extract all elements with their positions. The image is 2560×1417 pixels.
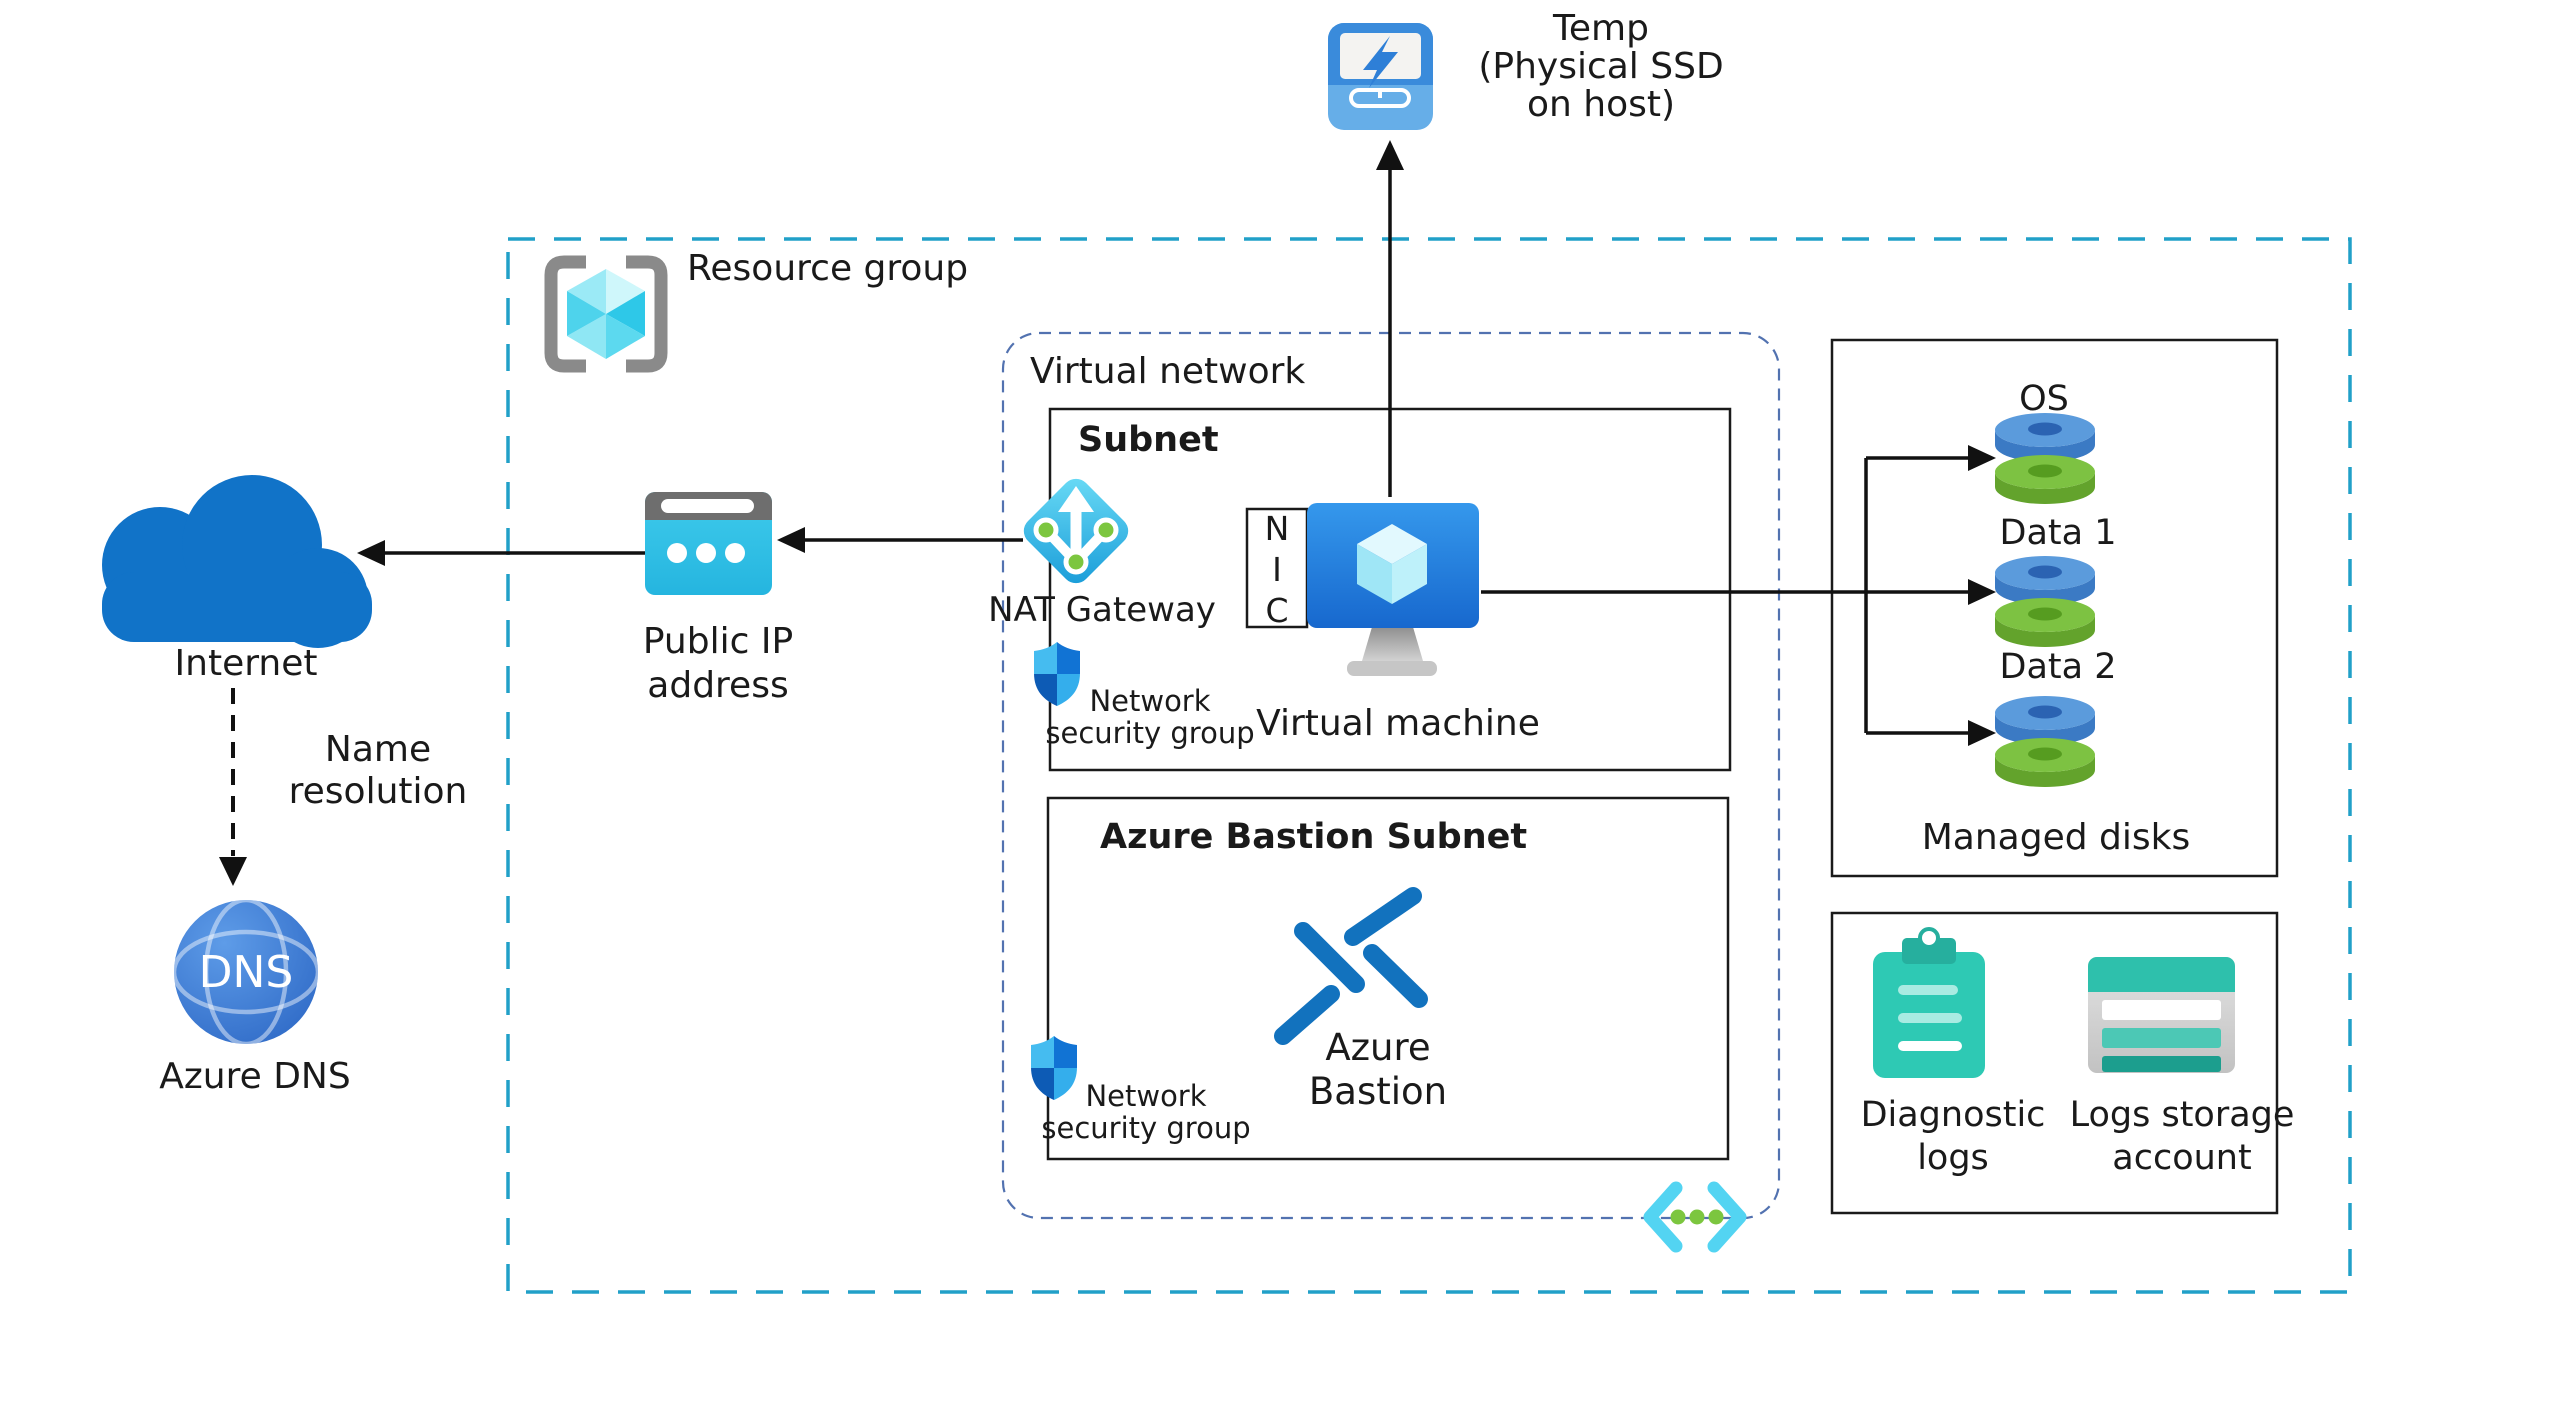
public-ip-label: Public IP address xyxy=(642,621,794,706)
data2-disk-label: Data 2 xyxy=(1999,647,2117,687)
storage-account-icon xyxy=(2088,957,2235,1073)
os-disk-label: OS xyxy=(2019,379,2069,419)
nat-gateway-icon xyxy=(1023,478,1129,584)
azure-dns-label: Azure DNS xyxy=(159,1056,351,1097)
diagnostic-logs-label: Diagnostic logs xyxy=(1860,1095,2046,1178)
nic-label: N I C xyxy=(1264,509,1290,630)
internet-cloud-icon xyxy=(102,475,372,648)
arrowhead-data1-disk xyxy=(1968,579,1996,605)
temp-disk-label: Temp (Physical SSD on host) xyxy=(1478,8,1724,126)
resource-group-boundary xyxy=(506,237,2352,1294)
managed-disk-icon xyxy=(1995,738,2095,787)
nsg-bastion-label: Network security group xyxy=(1041,1079,1251,1145)
azure-bastion-icon xyxy=(1274,887,1428,1045)
arrowhead-dns xyxy=(219,857,247,886)
arrowhead-internet xyxy=(357,540,385,566)
azure-bastion-label: Azure Bastion xyxy=(1308,1026,1448,1114)
arrowhead-temp xyxy=(1376,140,1404,170)
subnet-label: Subnet xyxy=(1078,420,1219,460)
temp-disk-icon xyxy=(1328,23,1433,130)
data1-disk-label: Data 1 xyxy=(1999,513,2117,553)
virtual-network-label: Virtual network xyxy=(1030,351,1306,392)
name-resolution-label: Name resolution xyxy=(288,729,468,813)
managed-disk-icon xyxy=(1995,556,2095,605)
arrowhead-data2-disk xyxy=(1968,720,1996,746)
managed-disk-icon xyxy=(1995,696,2095,745)
nsg-subnet-label: Network security group xyxy=(1045,684,1255,750)
resource-group-cube xyxy=(567,269,645,359)
resource-group-icon xyxy=(544,255,668,373)
vm-cube xyxy=(1357,524,1427,604)
public-ip-icon xyxy=(645,492,772,595)
arrowhead-os-disk xyxy=(1968,445,1996,471)
managed-disk-icon xyxy=(1995,598,2095,647)
resource-group-label: Resource group xyxy=(687,248,969,289)
virtual-machine-label: Virtual machine xyxy=(1256,703,1540,744)
nat-gateway-label: NAT Gateway xyxy=(988,590,1216,630)
dns-globe-label: DNS xyxy=(198,947,294,998)
logs-storage-label: Logs storage account xyxy=(2069,1095,2295,1178)
managed-disk-icon xyxy=(1995,413,2095,462)
azure-dns-icon xyxy=(174,900,318,1044)
arrowhead-public-ip xyxy=(777,527,805,553)
internet-label: Internet xyxy=(174,643,318,684)
managed-disk-icon xyxy=(1995,455,2095,504)
virtual-network-icon xyxy=(1643,1181,1747,1253)
vm-icon xyxy=(1307,503,1479,676)
managed-disks-label: Managed disks xyxy=(1921,817,2191,858)
diagnostic-logs-icon xyxy=(1873,927,1985,1078)
bastion-subnet-label: Azure Bastion Subnet xyxy=(1100,817,1528,857)
